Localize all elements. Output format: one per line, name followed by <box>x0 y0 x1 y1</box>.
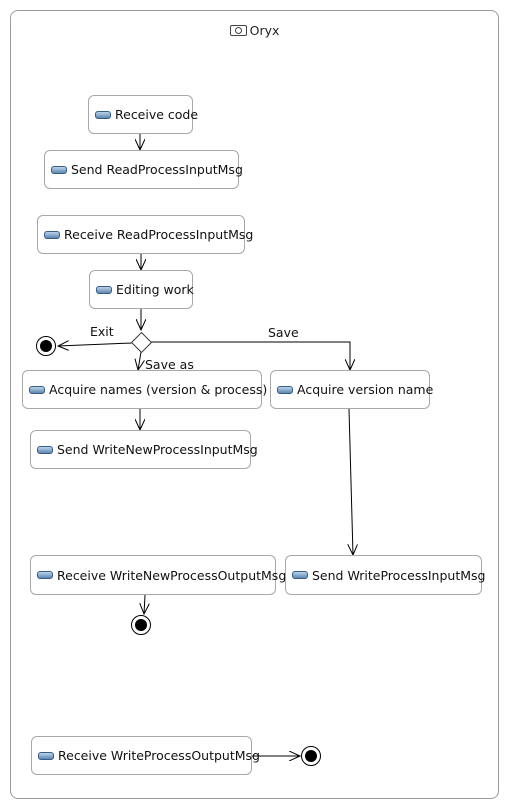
edge-decision-exit <box>58 343 133 346</box>
edge-decision-save <box>150 341 350 370</box>
node-label: Receive code <box>115 107 199 122</box>
process-icon <box>229 25 247 36</box>
edge-label-save: Save <box>268 325 299 340</box>
node-editing-work[interactable]: Editing work <box>89 270 194 309</box>
node-label: Editing work <box>116 282 194 297</box>
activity-icon <box>37 571 53 579</box>
activity-icon <box>292 571 308 579</box>
diagram-title: Oryx <box>11 23 498 38</box>
activity-icon <box>95 110 111 119</box>
node-label: Send WriteNewProcessInputMsg <box>57 442 258 457</box>
node-receive-write-new-process-output[interactable]: Receive WriteNewProcessOutputMsg <box>30 555 286 595</box>
node-receive-read-process-input[interactable]: Receive ReadProcessInputMsg <box>37 215 253 254</box>
node-send-read-process-input[interactable]: Send ReadProcessInputMsg <box>44 150 243 189</box>
node-acquire-names[interactable]: Acquire names (version & process) <box>22 370 267 409</box>
edge-label-exit: Exit <box>90 324 114 339</box>
activity-icon <box>51 165 67 174</box>
node-receive-write-process-output[interactable]: Receive WriteProcessOutputMsg <box>31 736 260 775</box>
node-send-write-new-process-input[interactable]: Send WriteNewProcessInputMsg <box>30 430 258 469</box>
activity-icon <box>37 445 53 454</box>
node-label: Receive ReadProcessInputMsg <box>64 227 254 242</box>
node-label: Acquire version name <box>297 382 434 397</box>
node-send-write-process-input[interactable]: Send WriteProcessInputMsg <box>285 555 486 595</box>
activity-icon <box>38 751 54 760</box>
edge-receive-new-output-to-final <box>144 594 145 614</box>
diagram-title-text: Oryx <box>249 23 280 38</box>
node-label: Receive WriteProcessOutputMsg <box>58 748 260 763</box>
node-label: Send ReadProcessInputMsg <box>71 162 243 177</box>
activity-icon <box>277 385 293 394</box>
final-node-exit[interactable] <box>36 336 56 356</box>
final-node-save-as[interactable] <box>131 615 151 635</box>
node-acquire-version-name[interactable]: Acquire version name <box>270 370 434 409</box>
activity-icon <box>44 230 60 239</box>
node-label: Acquire names (version & process) <box>49 382 268 397</box>
edge-label-save-as: Save as <box>145 357 194 372</box>
final-node-save[interactable] <box>301 746 321 766</box>
activity-icon <box>29 385 45 394</box>
node-label: Receive WriteNewProcessOutputMsg <box>57 567 287 583</box>
edge-acquire-version-to-send-write <box>349 408 353 555</box>
activity-icon <box>96 285 112 294</box>
node-receive-code[interactable]: Receive code <box>88 95 198 134</box>
edge-decision-save-as <box>138 351 141 370</box>
node-label: Send WriteProcessInputMsg <box>312 567 486 583</box>
